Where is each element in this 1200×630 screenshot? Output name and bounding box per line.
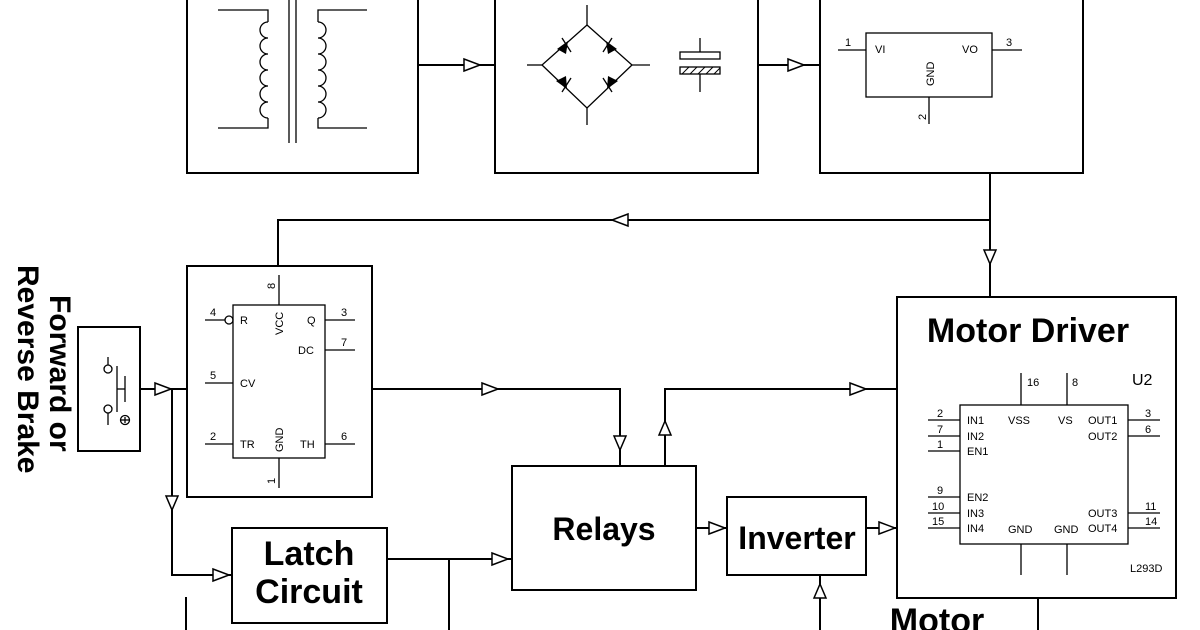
t555-pin-cv: CV <box>240 378 256 390</box>
l293d-left-name-3: EN2 <box>967 492 988 504</box>
l293d-left-name-4: IN3 <box>967 508 984 520</box>
reg-pin-vi: VI <box>875 44 885 56</box>
t555-num-q: 3 <box>341 307 347 319</box>
latch-circuit-block: Latch Circuit <box>231 527 388 624</box>
t555-pin-dc: DC <box>298 345 314 357</box>
motor-driver-title: Motor Driver <box>927 312 1129 350</box>
l293d-right-num-1: 6 <box>1145 424 1151 436</box>
l293d-right-name-0: OUT1 <box>1088 415 1117 427</box>
l293d-left-num-1: 7 <box>937 424 943 436</box>
l293d-top-num-0: 16 <box>1027 377 1039 389</box>
l293d-right-num-0: 3 <box>1145 408 1151 420</box>
reg-pin-vo: VO <box>962 44 978 56</box>
t555-pin-r: R <box>240 315 248 327</box>
reg-pin-gnd: GND <box>925 62 937 87</box>
capacitor-icon <box>679 38 721 92</box>
l293d-right-name-3: OUT4 <box>1088 523 1117 535</box>
switch-label: Forward or Reverse Brake <box>11 265 76 474</box>
t555-num-cv: 5 <box>210 370 216 382</box>
l293d-gnd-1: GND <box>1054 524 1079 536</box>
transformer-block <box>186 0 419 174</box>
l293d-left-num-0: 2 <box>937 408 943 420</box>
l293d-top-num-1: 8 <box>1072 377 1078 389</box>
l293d-right-name-1: OUT2 <box>1088 431 1117 443</box>
l293d-right-name-2: OUT3 <box>1088 508 1117 520</box>
forward-reverse-switch[interactable] <box>77 326 141 452</box>
latch-label-2: Circuit <box>255 573 363 611</box>
motor-driver-block: Motor Driver U2 L293D 16 8 <box>896 296 1177 599</box>
rectifier-block <box>494 0 759 174</box>
l293d-left-name-2: EN1 <box>967 446 988 458</box>
relays-label: Relays <box>552 511 655 547</box>
t555-pin-gnd: GND <box>274 428 286 453</box>
t555-pin-tr: TR <box>240 439 255 451</box>
regulator-block: 1 VI VO 3 GND 2 <box>819 0 1084 174</box>
t555-num-gnd: 1 <box>266 478 278 484</box>
t555-num-vcc: 8 <box>266 283 278 289</box>
motor-driver-part: L293D <box>1130 563 1162 575</box>
inverter-label: Inverter <box>738 520 855 556</box>
latch-label-1: Latch <box>264 535 355 573</box>
l293d-gnd-0: GND <box>1008 524 1033 536</box>
t555-num-r: 4 <box>210 307 216 319</box>
reg-pin3-num: 3 <box>1006 37 1012 49</box>
t555-pin-th: TH <box>300 439 315 451</box>
t555-num-tr: 2 <box>210 431 216 443</box>
l293d-left-num-2: 1 <box>937 439 943 451</box>
inverter-block: Inverter <box>726 496 867 576</box>
relays-block: Relays <box>511 465 697 591</box>
l293d-left-num-5: 15 <box>932 516 944 528</box>
l293d-left-name-5: IN4 <box>967 523 984 535</box>
t555-num-dc: 7 <box>341 337 347 349</box>
l293d-right-num-3: 14 <box>1145 516 1157 528</box>
l293d-left-num-3: 9 <box>937 485 943 497</box>
motor-driver-ref: U2 <box>1132 372 1153 389</box>
l293d-top-name-1: VS <box>1058 415 1073 427</box>
l293d-chip: 16 8 VSS VS GND GND 2 IN1 7 IN2 1 EN1 9 … <box>928 373 1160 575</box>
motor-label: Motor <box>890 602 984 630</box>
l293d-right-num-2: 11 <box>1145 501 1156 513</box>
t555-pin-q: Q <box>307 315 316 327</box>
l293d-top-name-0: VSS <box>1008 415 1030 427</box>
reg-pin1-num: 1 <box>845 37 851 49</box>
transformer-icon <box>218 0 367 143</box>
t555-pin-vcc: VCC <box>274 312 286 335</box>
l293d-left-name-1: IN2 <box>967 431 984 443</box>
t555-num-th: 6 <box>341 431 347 443</box>
bridge-rectifier-icon <box>527 5 650 125</box>
svg-text:Forward or: Forward or <box>43 295 76 452</box>
l293d-left-num-4: 10 <box>932 501 944 513</box>
l293d-left-name-0: IN1 <box>967 415 984 427</box>
svg-text:Reverse Brake: Reverse Brake <box>11 265 44 474</box>
reg-pin2-num: 2 <box>917 114 929 120</box>
timer-555-block: 4 R 5 CV 2 TR 3 Q 7 DC 6 TH VCC 8 GND 1 <box>186 265 373 498</box>
